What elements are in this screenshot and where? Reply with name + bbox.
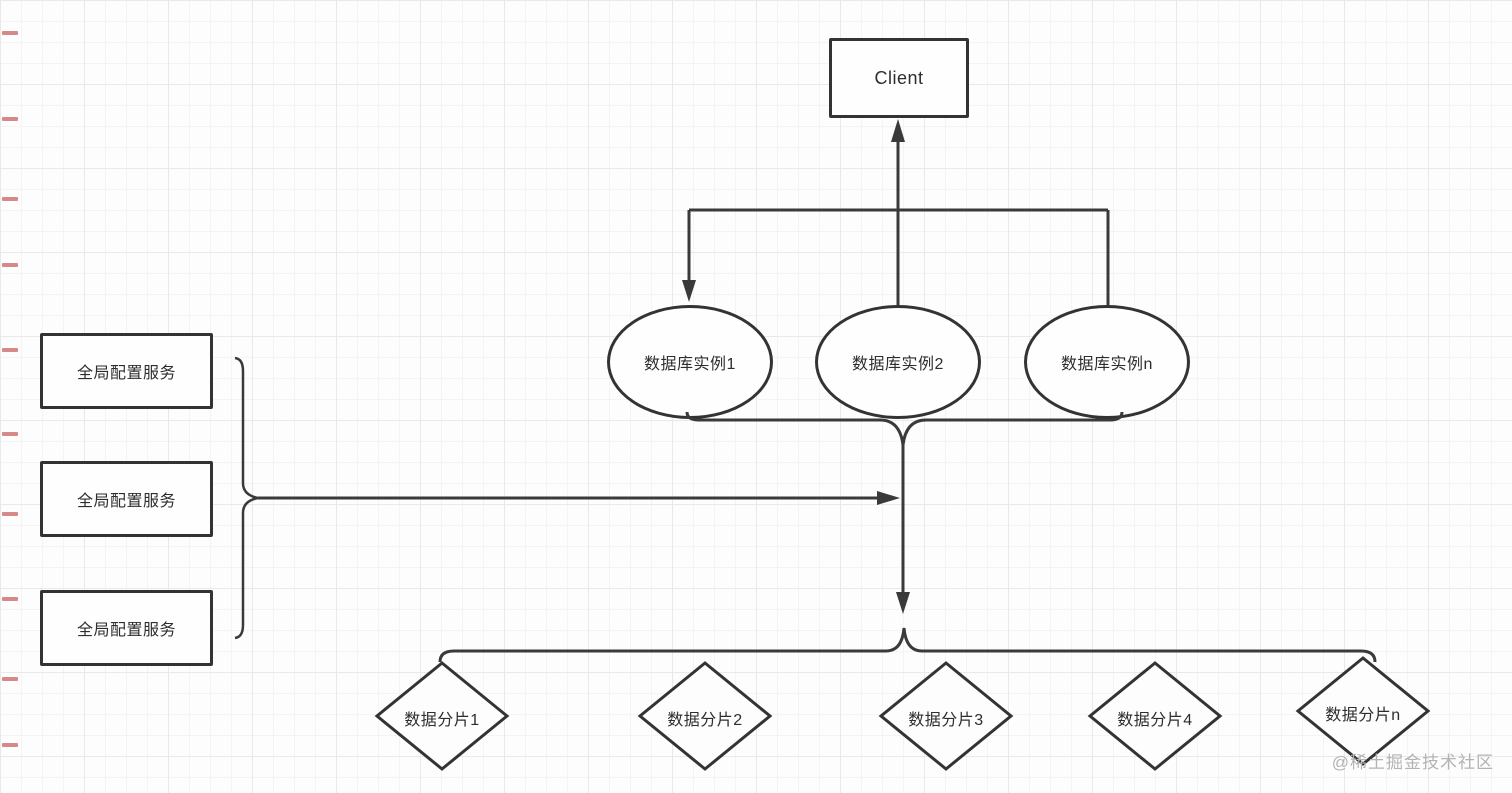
db-instance-node-n: 数据库实例n bbox=[1024, 305, 1190, 419]
shard-label: 数据分片3 bbox=[908, 712, 984, 729]
arrow-down-icon bbox=[896, 592, 910, 614]
global-config-service-node-1: 全局配置服务 bbox=[40, 333, 213, 409]
services-curly-brace bbox=[234, 356, 259, 640]
margin-tick bbox=[2, 348, 18, 352]
shard-label: 数据分片1 bbox=[404, 712, 480, 729]
client-label: Client bbox=[874, 67, 924, 88]
shards-curly-brace bbox=[438, 627, 1377, 663]
shard-label: 数据分片n bbox=[1325, 707, 1401, 724]
global-config-service-node-3: 全局配置服务 bbox=[40, 590, 213, 666]
margin-tick bbox=[2, 677, 18, 681]
shard-label: 数据分片4 bbox=[1117, 712, 1193, 729]
margin-tick bbox=[2, 117, 18, 121]
db-instance-node-1: 数据库实例1 bbox=[607, 305, 773, 419]
watermark: @稀土掘金技术社区 bbox=[1331, 753, 1494, 772]
margin-tick bbox=[2, 432, 18, 436]
margin-tick bbox=[2, 263, 18, 267]
client-node: Client bbox=[829, 38, 969, 118]
shard-label: 数据分片2 bbox=[667, 712, 743, 729]
global-config-service-node-2: 全局配置服务 bbox=[40, 461, 213, 537]
global-config-service-label: 全局配置服务 bbox=[76, 622, 176, 639]
db-instance-node-2: 数据库实例2 bbox=[815, 305, 981, 419]
db-instance-label: 数据库实例2 bbox=[852, 356, 944, 373]
db-instance-label: 数据库实例n bbox=[1061, 356, 1153, 373]
margin-tick bbox=[2, 197, 18, 201]
global-config-service-label: 全局配置服务 bbox=[76, 365, 176, 382]
margin-tick bbox=[2, 743, 18, 747]
margin-tick bbox=[2, 512, 18, 516]
global-config-service-label: 全局配置服务 bbox=[76, 493, 176, 510]
arrow-up-icon bbox=[891, 119, 905, 142]
instances-brace-left bbox=[685, 411, 905, 450]
arrow-right-icon bbox=[877, 491, 900, 505]
margin-tick bbox=[2, 597, 18, 601]
db-instance-label: 数据库实例1 bbox=[644, 356, 736, 373]
arrow-down-icon bbox=[682, 280, 696, 302]
margin-tick bbox=[2, 31, 18, 35]
